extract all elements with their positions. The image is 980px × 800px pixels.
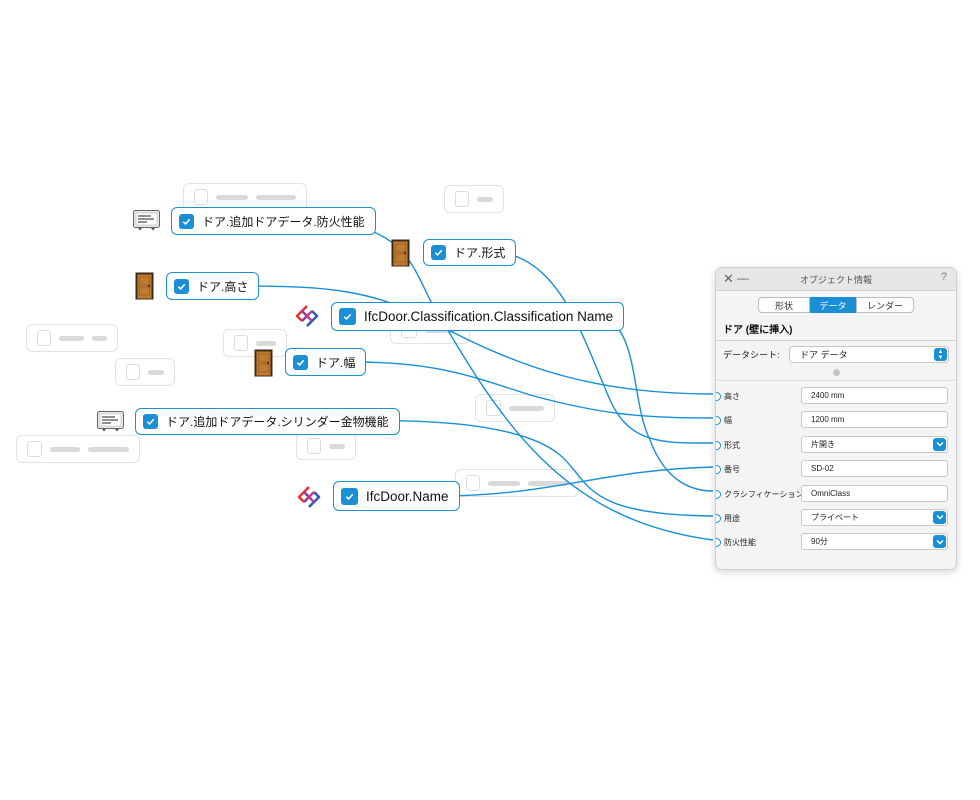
node-label: IfcDoor.Name xyxy=(366,488,449,504)
checkbox-checked-icon[interactable] xyxy=(179,213,194,229)
palette-title: オブジェクト情報 xyxy=(799,274,872,285)
help-icon[interactable]: ? xyxy=(940,271,947,283)
node-ifc-classification[interactable]: IfcDoor.Classification.Classification Na… xyxy=(331,302,625,331)
wire-classification xyxy=(595,315,714,492)
field-row: 用途 プライベート xyxy=(716,506,956,530)
port-icon[interactable] xyxy=(716,416,721,426)
node-door-width[interactable]: ドア.幅 xyxy=(285,348,367,376)
chevron-down-icon xyxy=(933,535,946,549)
node-label: ドア.幅 xyxy=(316,355,356,370)
node-label: IfcDoor.Classification.Classification Na… xyxy=(364,309,614,324)
node-ifc-name[interactable]: IfcDoor.Name xyxy=(333,481,460,511)
data-sheet-value: ドア データ xyxy=(800,350,848,360)
port-icon[interactable] xyxy=(716,465,721,475)
door-icon xyxy=(254,349,273,377)
checkbox-checked-icon[interactable] xyxy=(341,487,358,505)
palette-titlebar: ✕ — オブジェクト情報 ? xyxy=(716,268,956,291)
ifc-logo-icon xyxy=(297,486,321,508)
port-icon[interactable] xyxy=(716,538,721,548)
node-label: ドア.追加ドアデータ.防火性能 xyxy=(202,214,365,229)
field-value: 1200 mm xyxy=(811,415,845,425)
close-icon[interactable]: ✕ xyxy=(723,271,734,286)
ghost-node xyxy=(16,435,140,463)
field-value: プライベート xyxy=(811,512,859,522)
port-icon[interactable] xyxy=(716,392,721,401)
chevron-down-icon xyxy=(933,510,946,524)
object-heading: ドア (壁に挿入) xyxy=(716,321,956,341)
field-row: 高さ 2400 mm xyxy=(716,384,956,408)
node-label: ドア.形式 xyxy=(454,246,506,260)
checkbox-checked-icon[interactable] xyxy=(174,278,189,294)
data-sheet-label: データシート: xyxy=(723,350,780,360)
note-card-icon xyxy=(133,210,160,231)
field-value: 2400 mm xyxy=(811,391,845,400)
data-sheet-select[interactable]: ドア データ ▲▼ xyxy=(789,346,949,363)
field-label: クラシフィケーション xyxy=(724,489,804,499)
palette-tabs: 形状 データ レンダー xyxy=(716,297,956,313)
node-door-height[interactable]: ドア.高さ xyxy=(166,272,260,300)
field-row: 番号 SD-02 xyxy=(716,457,956,481)
field-select[interactable]: 90分 xyxy=(801,533,948,551)
field-label: 高さ xyxy=(724,392,740,401)
door-icon xyxy=(391,239,410,267)
note-card-icon xyxy=(97,411,124,432)
ghost-node xyxy=(183,183,307,211)
data-sheet-row: データシート: ドア データ ▲▼ xyxy=(716,341,956,363)
node-label: ドア.高さ xyxy=(197,279,249,294)
wire-cylinder xyxy=(345,419,714,517)
field-row: 防火性能 90分 xyxy=(716,530,956,554)
object-info-palette: ✕ — オブジェクト情報 ? 形状 データ レンダー ドア (壁に挿入) データ… xyxy=(715,267,957,570)
field-label: 番号 xyxy=(724,465,740,475)
field-label: 形式 xyxy=(724,440,740,450)
node-door-type[interactable]: ドア.形式 xyxy=(423,239,517,266)
tab-shape[interactable]: 形状 xyxy=(758,297,810,313)
field-select[interactable]: プライベート xyxy=(801,508,948,526)
field-row: 幅 1200 mm xyxy=(716,408,956,432)
node-label: ドア.追加ドアデータ.シリンダー金物機能 xyxy=(166,415,389,429)
wire-ifcname xyxy=(446,466,714,497)
field-input[interactable]: 2400 mm xyxy=(801,387,948,404)
field-row: 形式 片開き xyxy=(716,433,956,457)
field-row: クラシフィケーション OmniClass xyxy=(716,482,956,506)
field-select[interactable]: 片開き xyxy=(801,435,948,453)
tab-render[interactable]: レンダー xyxy=(856,297,914,313)
minimize-icon[interactable]: — xyxy=(737,271,749,285)
port-icon[interactable] xyxy=(716,440,721,450)
field-input[interactable]: OmniClass xyxy=(801,484,948,502)
field-value: 90分 xyxy=(811,537,828,547)
wire-width xyxy=(347,361,714,419)
chevron-down-icon xyxy=(933,437,946,451)
checkbox-checked-icon[interactable] xyxy=(293,354,308,370)
ghost-node xyxy=(115,358,175,386)
field-input[interactable]: 1200 mm xyxy=(801,411,948,429)
field-input[interactable]: SD-02 xyxy=(801,460,948,478)
field-value: 片開き xyxy=(811,439,835,449)
checkbox-checked-icon[interactable] xyxy=(431,245,446,260)
ghost-node xyxy=(444,185,504,213)
checkbox-checked-icon[interactable] xyxy=(143,414,158,429)
node-cylinder-hardware[interactable]: ドア.追加ドアデータ.シリンダー金物機能 xyxy=(135,408,400,435)
field-value: SD-02 xyxy=(811,464,834,474)
ghost-node xyxy=(26,324,118,352)
ifc-logo-icon xyxy=(295,305,319,327)
tab-data[interactable]: データ xyxy=(810,297,856,313)
stepper-icon: ▲▼ xyxy=(934,348,947,361)
field-label: 防火性能 xyxy=(724,538,756,548)
field-value: OmniClass xyxy=(811,488,851,498)
door-icon xyxy=(135,272,154,300)
field-list: 高さ 2400 mm 幅 1200 mm 形式 片開き 番号 SD-02 クラシ… xyxy=(716,380,956,555)
field-label: 用途 xyxy=(724,513,740,523)
drag-handle[interactable] xyxy=(832,369,840,376)
field-label: 幅 xyxy=(724,416,732,426)
port-icon[interactable] xyxy=(716,489,721,499)
node-fire-rating[interactable]: ドア.追加ドアデータ.防火性能 xyxy=(171,207,376,235)
checkbox-checked-icon[interactable] xyxy=(339,308,356,325)
port-icon[interactable] xyxy=(716,513,721,523)
wire-type xyxy=(499,251,714,444)
